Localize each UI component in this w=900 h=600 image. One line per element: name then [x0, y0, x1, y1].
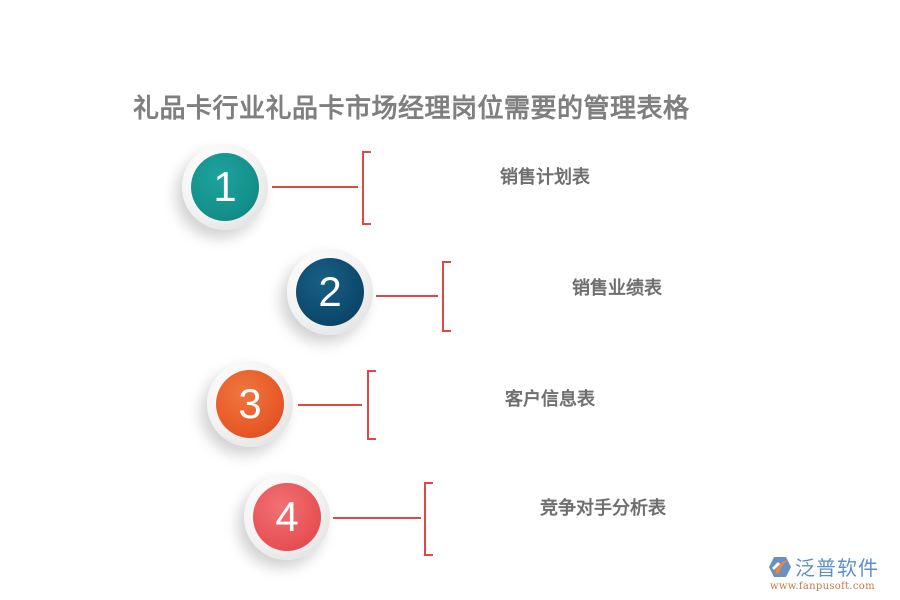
number-2: 2: [318, 268, 342, 315]
bracket-3: [367, 370, 376, 440]
item-label-3: 客户信息表: [505, 389, 595, 410]
number-badge-4: 4: [244, 474, 330, 560]
item-label-1: 销售计划表: [500, 167, 590, 188]
bracket-2: [442, 261, 451, 332]
page-title: 礼品卡行业礼品卡市场经理岗位需要的管理表格: [133, 94, 690, 124]
bracket-1: [362, 151, 371, 225]
number-circle-2: 2: [296, 258, 364, 326]
connector-line-2: [376, 295, 438, 297]
item-label-2: 销售业绩表: [572, 278, 662, 299]
number-badge-3: 3: [207, 361, 293, 447]
fanpu-logo-icon: [768, 556, 792, 578]
bracket-4: [424, 482, 433, 556]
number-circle-4: 4: [253, 483, 321, 551]
number-badge-1: 1: [182, 144, 268, 230]
connector-line-1: [272, 186, 358, 188]
number-1: 1: [213, 163, 237, 210]
number-3: 3: [238, 380, 262, 427]
number-circle-1: 1: [191, 153, 259, 221]
logo-name: 泛普软件: [795, 556, 879, 580]
logo-url: www.fanpusoft.com: [770, 581, 875, 592]
brand-logo: 泛普软件 www.fanpusoft.com: [768, 552, 893, 592]
connector-line-4: [333, 517, 421, 519]
number-badge-2: 2: [287, 249, 373, 335]
number-4: 4: [275, 493, 299, 540]
connector-line-3: [298, 404, 362, 406]
item-label-4: 竞争对手分析表: [540, 498, 666, 519]
number-circle-3: 3: [216, 370, 284, 438]
